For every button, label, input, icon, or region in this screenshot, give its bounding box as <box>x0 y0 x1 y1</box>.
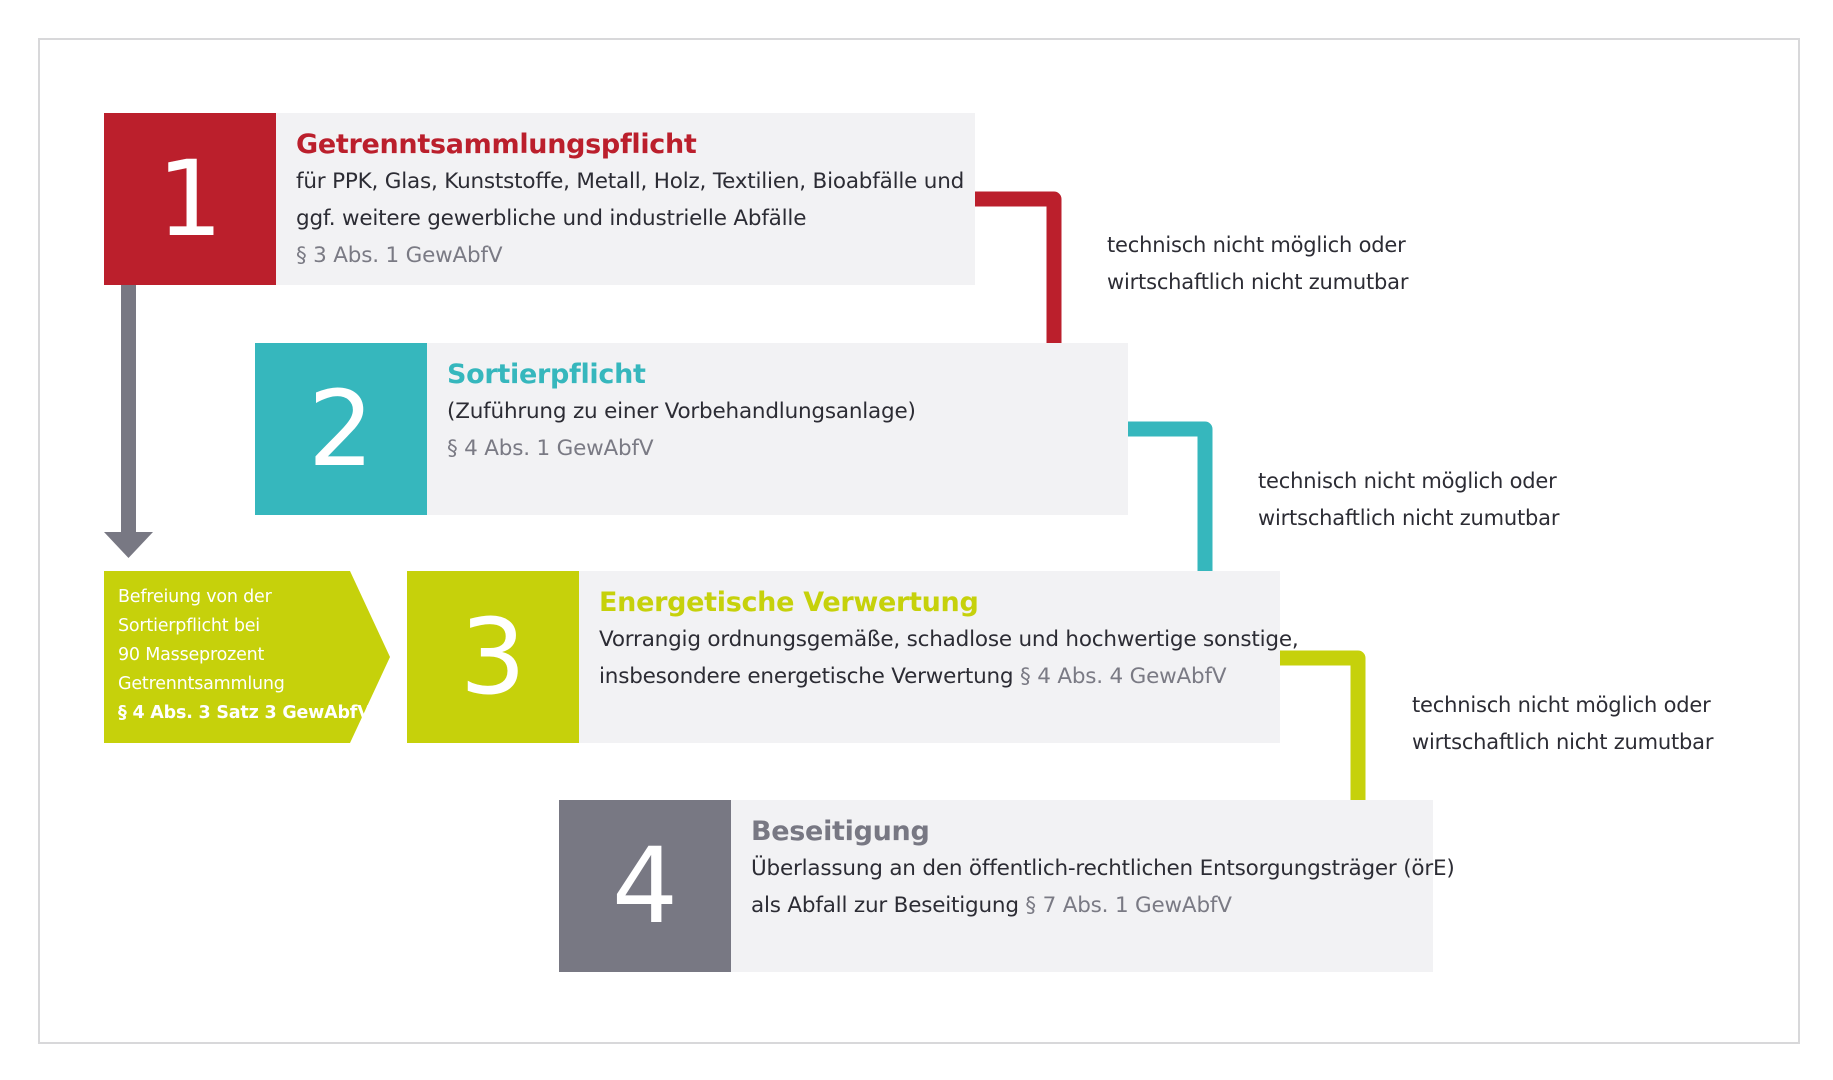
arrow-1-to-3-gray <box>104 285 153 558</box>
exemption-badge-shape <box>104 571 390 743</box>
step-1-text: Getrenntsammlungspflicht für PPK, Glas, … <box>296 127 965 274</box>
exemption-line-4: Getrenntsammlung <box>118 674 285 694</box>
step-2-title: Sortierpflicht <box>447 359 646 390</box>
condition-note-1: technisch nicht möglich oder wirtschaftl… <box>1107 227 1408 301</box>
condition-note-3-line-2: wirtschaftlich nicht zumutbar <box>1412 730 1714 754</box>
step-4-text: Beseitigung Überlassung an den öffentlic… <box>751 814 1455 924</box>
exemption-badge: Befreiung von der Sortierpflicht bei 90 … <box>104 571 390 743</box>
step-2-line-1: (Zuführung zu einer Vorbehandlungsanlage… <box>447 399 916 424</box>
condition-note-2: technisch nicht möglich oder wirtschaftl… <box>1258 463 1559 537</box>
exemption-line-1: Befreiung von der <box>118 587 272 607</box>
step-3-number: 3 <box>407 571 579 743</box>
step-4-line-2-text: als Abfall zur Beseitigung <box>751 893 1019 918</box>
step-3-line-2: insbesondere energetische Verwertung § 4… <box>599 658 1264 695</box>
step-1-title: Getrenntsammlungspflicht <box>296 129 697 160</box>
step-3-line-2-text: insbesondere energetische Verwertung <box>599 664 1014 689</box>
step-3-energetische-verwertung: 3 Energetische Verwertung Vorrangig ordn… <box>407 571 1299 743</box>
exemption-legal-ref: § 4 Abs. 3 Satz 3 GewAbfV <box>118 703 371 723</box>
condition-note-2-line-2: wirtschaftlich nicht zumutbar <box>1258 506 1560 530</box>
step-4-legal-ref: § 7 Abs. 1 GewAbfV <box>1025 893 1232 918</box>
step-2-sortierpflicht: 2 Sortierpflicht (Zuführung zu einer Vor… <box>255 343 1128 515</box>
step-4-line-1: Überlassung an den öffentlich-rechtliche… <box>751 856 1455 881</box>
exemption-badge-text: Befreiung von der Sortierpflicht bei 90 … <box>118 583 378 728</box>
step-4-line-2: als Abfall zur Beseitigung § 7 Abs. 1 Ge… <box>751 887 1417 924</box>
exemption-line-2: Sortierpflicht bei <box>118 616 260 636</box>
step-1-line-2: ggf. weitere gewerbliche und industriell… <box>296 206 807 231</box>
step-2-legal-ref: § 4 Abs. 1 GewAbfV <box>447 436 654 461</box>
step-1-number: 1 <box>104 113 276 285</box>
step-1-getrenntsammlungspflicht: 1 Getrenntsammlungspflicht für PPK, Glas… <box>104 113 975 285</box>
condition-note-2-line-1: technisch nicht möglich oder <box>1258 469 1557 493</box>
condition-note-3-line-1: technisch nicht möglich oder <box>1412 693 1711 717</box>
step-2-number: 2 <box>255 343 427 515</box>
step-3-legal-ref: § 4 Abs. 4 GewAbfV <box>1020 664 1227 689</box>
step-1-line-1: für PPK, Glas, Kunststoffe, Metall, Holz… <box>296 169 965 194</box>
step-3-text: Energetische Verwertung Vorrangig ordnun… <box>599 585 1299 695</box>
step-4-title: Beseitigung <box>751 816 930 847</box>
step-4-number: 4 <box>559 800 731 972</box>
exemption-line-3: 90 Masseprozent <box>118 645 265 665</box>
condition-note-1-line-1: technisch nicht möglich oder <box>1107 233 1406 257</box>
condition-note-3: technisch nicht möglich oder wirtschaftl… <box>1412 687 1713 761</box>
step-3-title: Energetische Verwertung <box>599 587 979 618</box>
step-3-line-1: Vorrangig ordnungsgemäße, schadlose und … <box>599 627 1299 652</box>
step-2-text: Sortierpflicht (Zuführung zu einer Vorbe… <box>447 357 1112 467</box>
step-1-legal-ref: § 3 Abs. 1 GewAbfV <box>296 243 503 268</box>
step-4-beseitigung: 4 Beseitigung Überlassung an den öffentl… <box>559 800 1455 972</box>
condition-note-1-line-2: wirtschaftlich nicht zumutbar <box>1107 270 1409 294</box>
